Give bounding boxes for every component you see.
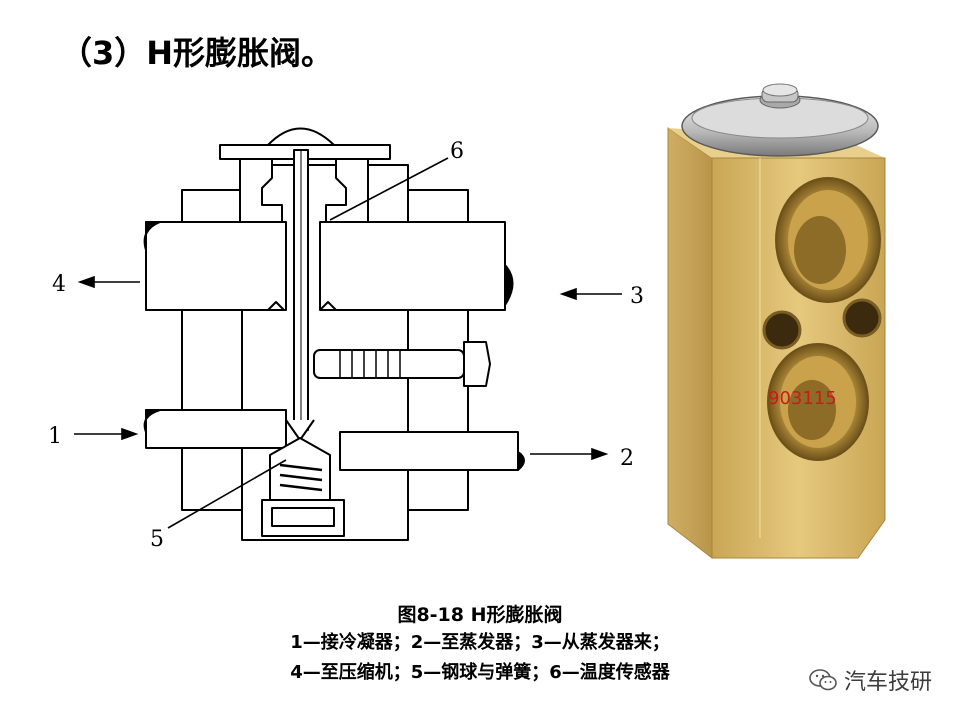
figure-caption-line1: 1—接冷凝器；2—至蒸发器；3—从蒸发器来； — [290, 632, 670, 653]
label-4: 4 — [52, 272, 66, 297]
figure-caption-line2: 4—至压缩机；5—钢球与弹簧；6—温度传感器 — [290, 662, 670, 683]
leader-5 — [167, 459, 287, 529]
label-1: 1 — [48, 424, 62, 449]
lower-pipe-right — [339, 431, 519, 471]
leader-6 — [329, 157, 449, 221]
sensor-dome — [267, 127, 335, 146]
label-2: 2 — [620, 446, 634, 471]
watermark: 汽车技研 — [808, 664, 932, 696]
upper-pipe-right — [319, 221, 506, 311]
photo-stamp: 903115 — [768, 388, 837, 409]
figure-caption-title: 图8-18 H形膨胀阀 — [397, 604, 563, 626]
diagram-arrows — [74, 157, 622, 529]
plug-inner — [271, 507, 335, 527]
valve-cross-section — [143, 127, 525, 541]
label-6: 6 — [450, 139, 464, 164]
watermark-text: 汽车技研 — [843, 670, 932, 695]
upper-pipe-left — [145, 221, 287, 311]
arrow-1 — [121, 427, 139, 441]
diagram-canvas: 4 3 1 2 6 5 903115 — [48, 83, 886, 560]
arrow-2 — [591, 447, 609, 461]
bolt-head — [463, 341, 491, 387]
spring — [279, 463, 323, 492]
arrow-3 — [559, 287, 577, 301]
page-title: （3）H形膨胀阀。 — [60, 34, 334, 72]
pipe-seal — [143, 221, 161, 251]
valve-photo: 903115 — [667, 83, 886, 560]
pipe-seal — [504, 264, 514, 306]
arrow-4 — [77, 275, 95, 289]
bolt-hole-left — [762, 310, 802, 350]
lower-pipe-left — [145, 409, 287, 449]
bolt-hole-right — [842, 298, 882, 338]
adjust-bolt — [313, 349, 465, 379]
label-3: 3 — [630, 284, 644, 309]
wechat-icon — [809, 669, 837, 691]
label-5: 5 — [150, 527, 164, 552]
